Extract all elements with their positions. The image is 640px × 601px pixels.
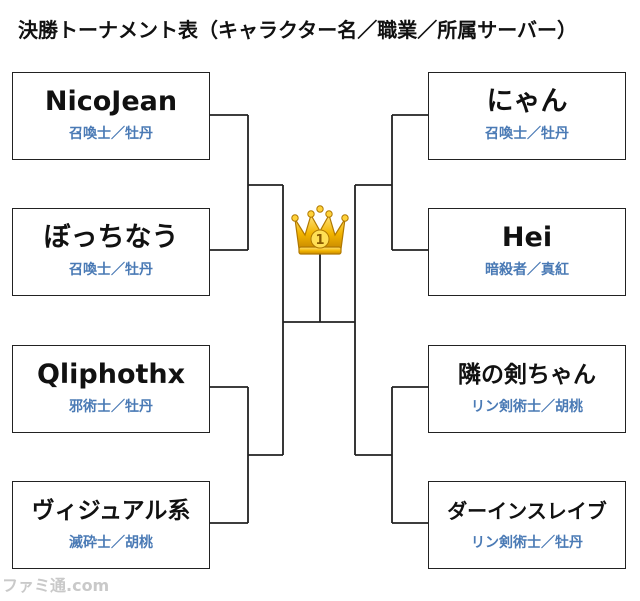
player-name: Qliphothx (36, 359, 186, 390)
player-name: ヴィジュアル系 (31, 498, 191, 524)
player-job: リン剣術士／胡桃 (471, 399, 583, 415)
watermark: ファミ通.com (2, 576, 110, 595)
player-name: NicoJean (44, 86, 178, 117)
player-job: リン剣術士／牡丹 (471, 535, 583, 551)
player-card-right-4: ダーインスレイブ リン剣術士／牡丹 (428, 481, 626, 569)
player-job: 暗殺者／真紅 (485, 262, 569, 278)
player-job: 滅砕士／胡桃 (69, 535, 153, 551)
player-job: 召喚士／牡丹 (69, 126, 153, 142)
player-card-right-3: 隣の剣ちゃん リン剣術士／胡桃 (428, 345, 626, 433)
player-name: にゃん (486, 86, 568, 117)
player-name: 隣の剣ちゃん (458, 362, 596, 388)
player-job: 召喚士／牡丹 (485, 126, 569, 142)
player-card-left-4: ヴィジュアル系 滅砕士／胡桃 (12, 481, 210, 569)
player-name: ぼっちなう (43, 222, 179, 253)
player-name: Hei (501, 222, 553, 253)
player-card-left-1: NicoJean 召喚士／牡丹 (12, 72, 210, 160)
crown-icon: 1 (291, 205, 349, 255)
player-card-left-2: ぼっちなう 召喚士／牡丹 (12, 208, 210, 296)
player-card-right-2: Hei 暗殺者／真紅 (428, 208, 626, 296)
player-job: 召喚士／牡丹 (69, 262, 153, 278)
player-card-left-3: Qliphothx 邪術士／牡丹 (12, 345, 210, 433)
player-name: ダーインスレイブ (447, 499, 607, 523)
crown-number: 1 (315, 233, 324, 248)
player-card-right-1: にゃん 召喚士／牡丹 (428, 72, 626, 160)
player-job: 邪術士／牡丹 (69, 399, 153, 415)
page-title: 決勝トーナメント表（キャラクター名／職業／所属サーバー） (18, 18, 577, 42)
